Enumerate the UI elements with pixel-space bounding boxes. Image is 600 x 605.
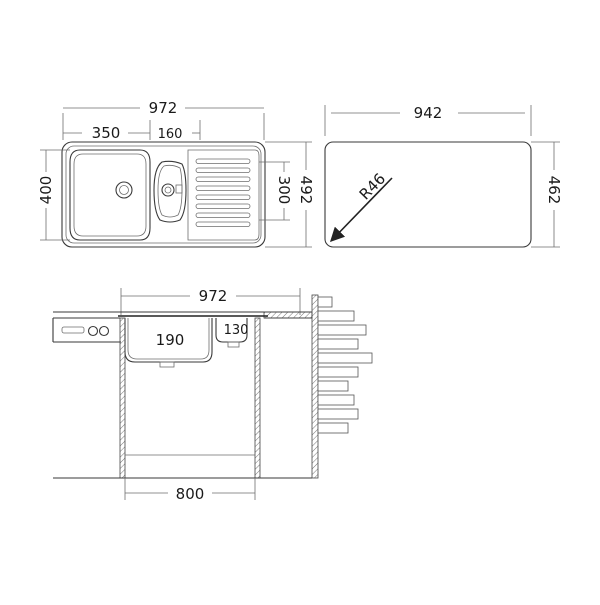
sink-top-view: 972 350 160 [37, 99, 315, 248]
cabinet-wall-left [119, 317, 126, 479]
dim-section-width: 972 [120, 287, 301, 315]
label-cutout-depth: 462 [545, 176, 563, 205]
overflow-icon [175, 184, 183, 194]
control-knob-icon-2 [98, 325, 110, 337]
sink-outline [61, 141, 266, 248]
main-drain-icon [115, 181, 133, 199]
cutout-view: 942 R46 462 [324, 104, 563, 248]
main-bowl-inner [73, 153, 147, 237]
label-section-width: 972 [199, 287, 228, 305]
small-drain-inner [164, 186, 172, 194]
dim-cabinet-width: 800 [124, 478, 256, 503]
cutout-outline [324, 141, 532, 248]
small-bowl-drain [227, 341, 240, 348]
label-bowl-depth: 400 [37, 176, 55, 205]
label-overall-depth: 492 [297, 176, 315, 205]
dim-overall-width-top: 972 [62, 99, 265, 140]
main-bowl-drain [159, 361, 175, 368]
control-knob-slot [61, 326, 85, 334]
control-knob-icon [87, 325, 99, 337]
drainboard [187, 149, 260, 241]
dim-cutout-width: 942 [324, 104, 532, 136]
main-bowl [69, 149, 151, 241]
dim-cutout-depth: 462 [531, 141, 563, 248]
small-drain-icon [161, 183, 175, 197]
label-left-bowl-width: 350 [92, 124, 121, 142]
label-overall-width: 972 [149, 99, 178, 117]
dim-bowl-depth: 400 [37, 149, 70, 241]
small-bowl-inner [157, 164, 183, 218]
main-bowl-section-inner [127, 318, 210, 360]
countertop-section [263, 311, 313, 319]
label-small-bowl-width: 160 [158, 127, 183, 142]
label-small-bowl-height: 130 [224, 323, 249, 338]
brick-wall [311, 294, 373, 479]
dim-right-depths: 300 492 [259, 141, 315, 248]
sink-rim [65, 145, 262, 244]
label-cabinet-width: 800 [176, 485, 205, 503]
dim-bowl-widths: 350 160 [63, 120, 201, 142]
drainboard-ribs [195, 158, 251, 227]
label-main-bowl-height: 190 [156, 331, 185, 349]
label-cutout-width: 942 [414, 104, 443, 122]
radius-arrow [329, 177, 393, 243]
cabinet-wall-right [254, 317, 261, 479]
label-small-bowl-depth: 300 [275, 176, 293, 205]
main-drain-inner [119, 185, 129, 195]
label-corner-radius: R46 [356, 170, 389, 204]
section-view: 972 190 130 [52, 287, 373, 503]
small-bowl [153, 160, 187, 223]
